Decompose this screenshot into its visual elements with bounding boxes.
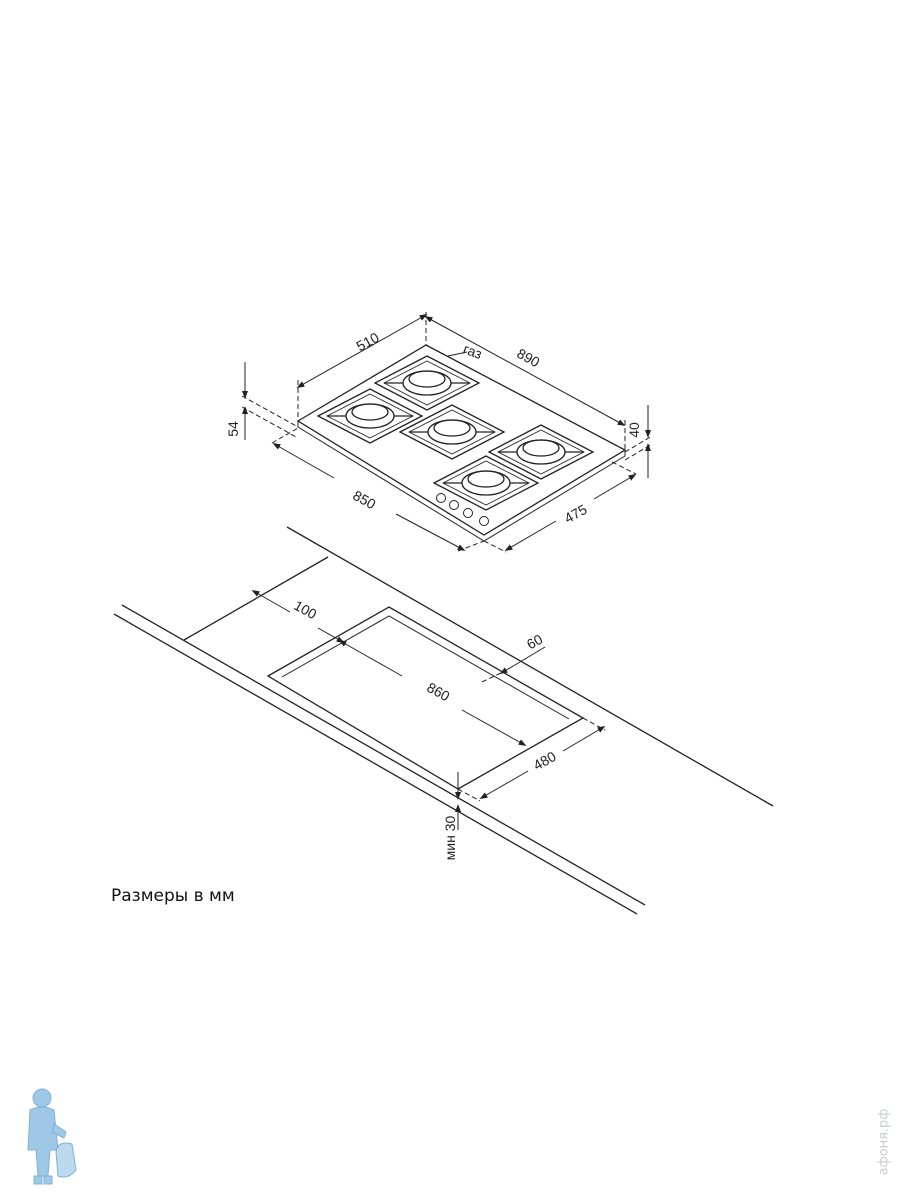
label-cutout-depth-offset: 475 xyxy=(561,501,589,526)
label-gas: газ xyxy=(461,341,484,362)
dim-850 xyxy=(271,427,485,552)
dim-480 xyxy=(457,717,606,802)
dim-60 xyxy=(499,646,546,675)
label-edge-distance: 100 xyxy=(291,597,319,622)
label-cutout-depth: 480 xyxy=(530,748,558,773)
countertop-front-edge-top xyxy=(121,604,646,906)
countertop-drawing xyxy=(113,526,774,915)
dim-860 xyxy=(338,640,527,746)
burner-front-right xyxy=(432,455,540,511)
burner-front-left xyxy=(316,388,424,444)
dim-40 xyxy=(624,405,653,478)
dim-54 xyxy=(241,362,299,440)
control-knobs xyxy=(436,493,489,526)
label-glass-thickness: 40 xyxy=(626,422,642,438)
label-cutout-width-offset: 850 xyxy=(350,487,378,512)
cutout-inner-edge xyxy=(281,615,570,720)
hob-plate-edge xyxy=(297,421,626,542)
countertop-side-edge xyxy=(183,556,329,641)
label-hob-height: 54 xyxy=(225,421,241,437)
plumber-mascot-logo xyxy=(27,1088,77,1185)
countertop-front-edge-bottom xyxy=(113,613,638,915)
dim-100 xyxy=(251,590,345,643)
burner-rear-right xyxy=(487,424,595,480)
units-note: Размеры в мм xyxy=(111,886,235,906)
label-rear-distance: 60 xyxy=(524,631,546,653)
dim-475 xyxy=(483,461,637,553)
watermark-text: афоня.рф xyxy=(876,1108,892,1176)
label-hob-depth: 510 xyxy=(353,329,381,354)
label-hob-width: 890 xyxy=(514,345,542,370)
hob-drawing xyxy=(241,312,653,553)
site-watermark: афоня.рф xyxy=(872,1088,896,1196)
label-min-thickness: мин 30 xyxy=(442,815,458,860)
label-cutout-length: 860 xyxy=(424,679,452,704)
countertop-back-edge xyxy=(286,526,774,807)
dim-890 xyxy=(424,316,626,450)
